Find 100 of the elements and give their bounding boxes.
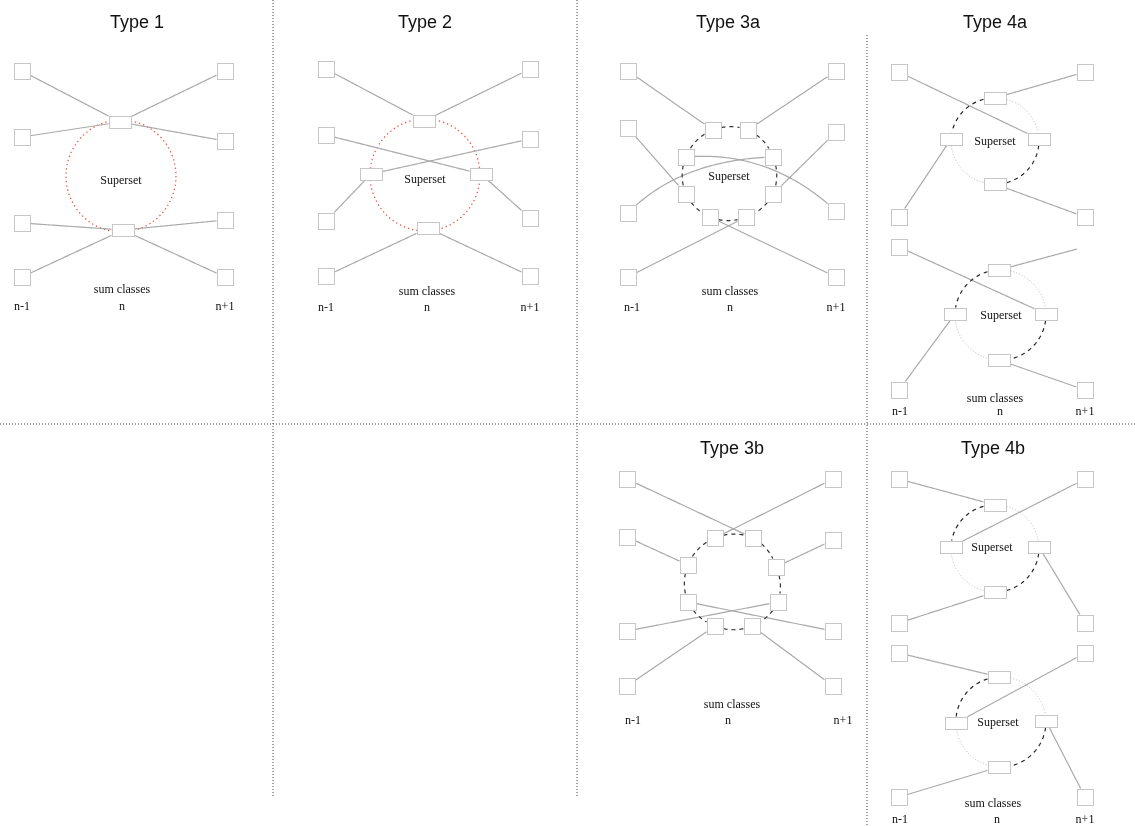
class-box bbox=[521, 60, 539, 78]
dashed-arc bbox=[683, 572, 686, 595]
dashed-arc bbox=[720, 126, 741, 129]
region-label: Superset bbox=[100, 172, 142, 188]
panel-title: Type 3b bbox=[700, 437, 764, 459]
diagram-label: Superset bbox=[708, 168, 750, 184]
class-box bbox=[824, 622, 842, 640]
class-box bbox=[412, 114, 436, 128]
class-box bbox=[944, 716, 968, 730]
diagram-label: n+1 bbox=[826, 299, 846, 315]
connector-line bbox=[634, 631, 708, 681]
class-box bbox=[13, 62, 31, 80]
class-box bbox=[521, 209, 539, 227]
diagram-label: n bbox=[997, 403, 1003, 419]
class-box bbox=[824, 470, 842, 488]
connector-line bbox=[29, 223, 113, 230]
class-box bbox=[827, 62, 845, 80]
class-box bbox=[317, 126, 335, 144]
class-box bbox=[216, 268, 234, 286]
class-box bbox=[987, 353, 1011, 367]
dashed-arc bbox=[717, 219, 739, 222]
class-box bbox=[216, 132, 234, 150]
class-box bbox=[890, 470, 908, 488]
diagram-label: n+1 bbox=[520, 299, 540, 315]
dashed-arc bbox=[1010, 677, 1046, 715]
class-box bbox=[469, 167, 493, 181]
class-box bbox=[1076, 208, 1094, 226]
panel-title: Type 4b bbox=[961, 437, 1025, 459]
class-box bbox=[983, 498, 1007, 512]
connector-line bbox=[904, 319, 951, 383]
dashed-arc bbox=[755, 134, 770, 150]
class-box bbox=[619, 204, 637, 222]
class-box bbox=[1076, 63, 1094, 81]
class-box bbox=[1034, 714, 1058, 728]
class-box bbox=[827, 123, 845, 141]
class-box bbox=[521, 130, 539, 148]
panel-title: Type 4a bbox=[963, 11, 1027, 33]
class-box bbox=[987, 760, 1011, 774]
class-box bbox=[1076, 788, 1094, 806]
class-box bbox=[521, 267, 539, 285]
diagram-label: n-1 bbox=[318, 299, 334, 315]
class-box bbox=[1076, 470, 1094, 488]
connector-line bbox=[906, 480, 985, 503]
class-box bbox=[677, 185, 695, 203]
class-box bbox=[619, 119, 637, 137]
connector-line bbox=[966, 657, 1078, 718]
diagram-label: n+1 bbox=[215, 298, 235, 314]
class-box bbox=[618, 528, 636, 546]
connector-line bbox=[904, 144, 948, 210]
connector-line bbox=[634, 540, 681, 562]
diagram-label: Superset bbox=[980, 307, 1022, 323]
connector-line bbox=[333, 179, 366, 214]
class-box bbox=[890, 208, 908, 226]
class-box bbox=[1076, 381, 1094, 399]
connector-line bbox=[717, 220, 829, 274]
class-box bbox=[618, 677, 636, 695]
diagram-label: Superset bbox=[974, 133, 1016, 149]
dashed-arc bbox=[692, 609, 708, 623]
class-box bbox=[1027, 132, 1051, 146]
diagram-label: n bbox=[994, 811, 1000, 826]
class-box bbox=[890, 788, 908, 806]
connector-line bbox=[906, 75, 1029, 135]
diagram-label: sum classes bbox=[966, 390, 1024, 406]
connector-line bbox=[381, 140, 523, 173]
class-box bbox=[13, 128, 31, 146]
diagram-label: sum classes bbox=[93, 281, 151, 297]
connector-line bbox=[1005, 187, 1078, 215]
connector-line bbox=[1005, 73, 1078, 96]
connector-line bbox=[438, 232, 523, 273]
connector-line bbox=[130, 123, 218, 141]
class-box bbox=[108, 115, 132, 129]
class-box bbox=[764, 185, 782, 203]
connector-line bbox=[759, 631, 826, 681]
connector-line bbox=[333, 72, 414, 116]
class-box bbox=[767, 558, 785, 576]
class-box bbox=[1076, 614, 1094, 632]
class-box bbox=[706, 617, 724, 635]
class-box bbox=[939, 132, 963, 146]
connector-line bbox=[434, 72, 523, 116]
connector-line bbox=[906, 595, 985, 621]
connector-line bbox=[695, 603, 826, 630]
class-box bbox=[769, 593, 787, 611]
connector-line bbox=[635, 220, 739, 274]
dashed-arc bbox=[722, 533, 746, 536]
class-box bbox=[618, 470, 636, 488]
panel-title: Type 1 bbox=[110, 11, 164, 33]
connector-line bbox=[634, 135, 680, 187]
dashed-arc bbox=[956, 729, 988, 766]
class-box bbox=[13, 214, 31, 232]
connector-line bbox=[722, 482, 826, 535]
class-box bbox=[679, 556, 697, 574]
connector-line bbox=[133, 234, 218, 274]
dashed-arc bbox=[1005, 552, 1040, 592]
diagram-label: n+1 bbox=[1075, 403, 1095, 419]
class-box bbox=[983, 177, 1007, 191]
diagram-label: n-1 bbox=[892, 403, 908, 419]
class-box bbox=[1034, 307, 1058, 321]
dashed-arc bbox=[722, 628, 745, 631]
diagram-label: n-1 bbox=[625, 712, 641, 728]
connector-line bbox=[1048, 726, 1082, 790]
